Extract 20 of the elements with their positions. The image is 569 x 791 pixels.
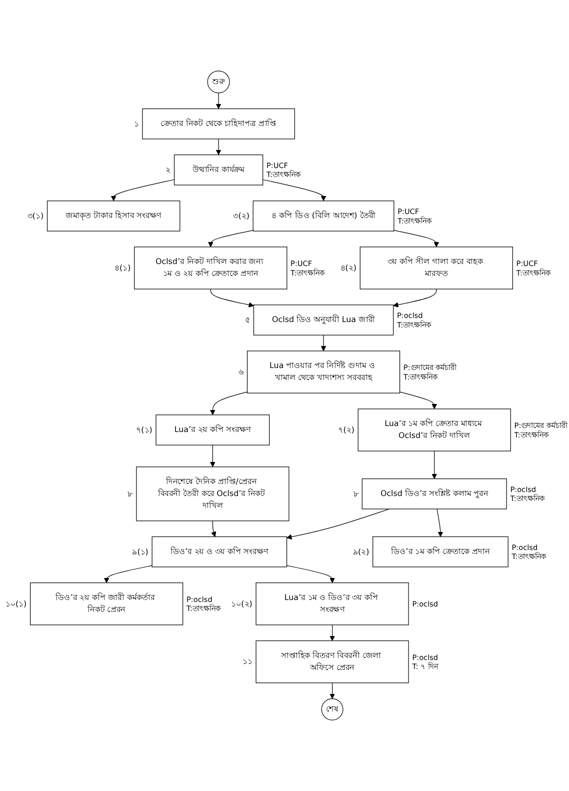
arrow [436,508,444,537]
arrow [110,179,175,202]
arrow [211,520,216,537]
arrow [210,444,216,468]
arrow [216,92,222,109]
arrow [286,508,390,540]
arrow [208,230,254,248]
arrow [262,179,326,202]
arrow [330,624,335,641]
arrow [210,392,248,416]
arrow [330,682,335,699]
arrow [286,565,335,584]
arrow [432,450,438,480]
arrow [399,392,438,410]
arrow [210,288,254,308]
arrow [216,138,222,156]
arrow [394,230,440,248]
arrow [393,288,437,308]
arrow [104,565,152,584]
arrow [320,334,326,352]
